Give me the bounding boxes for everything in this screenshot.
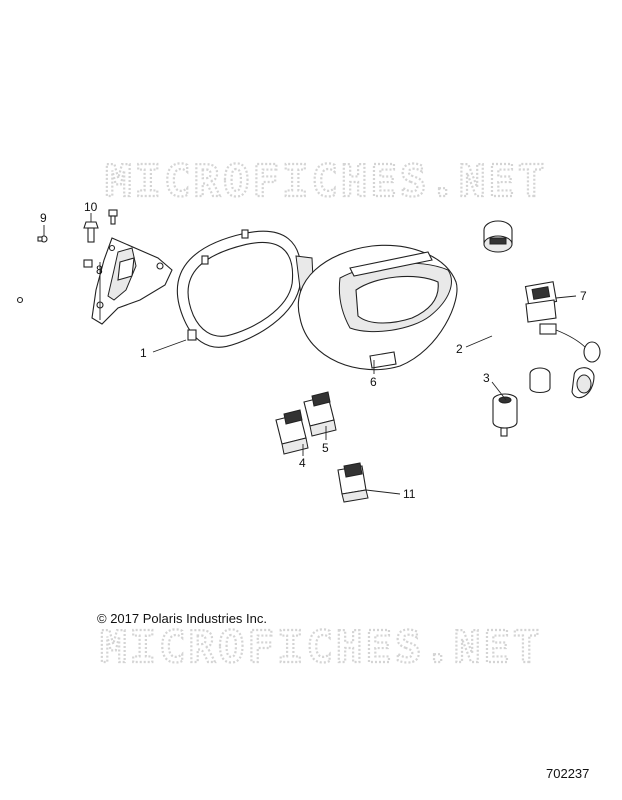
callout-11: 11 bbox=[403, 487, 416, 501]
callout-5: 5 bbox=[322, 441, 329, 455]
part-4-switch bbox=[275, 409, 309, 455]
callout-1: 1 bbox=[140, 346, 147, 360]
part-11-switch bbox=[337, 462, 369, 503]
part-2-ignition-switch bbox=[483, 220, 513, 253]
part-10-bolt bbox=[83, 209, 118, 268]
part-7-rocker-switch bbox=[524, 281, 558, 323]
callout-2: 2 bbox=[456, 342, 463, 356]
watermark-bottom: MICROFICHES.NET bbox=[100, 622, 542, 673]
callout-4: 4 bbox=[299, 456, 306, 470]
part-8-bracket bbox=[91, 237, 173, 325]
leader-lines bbox=[43, 213, 577, 495]
part-5-switch bbox=[303, 391, 337, 437]
part-9-screw bbox=[16, 235, 48, 304]
part-6-housing bbox=[297, 244, 458, 371]
callout-3: 3 bbox=[483, 371, 490, 385]
figure-number: 702237 bbox=[546, 766, 590, 781]
callout-10: 10 bbox=[84, 200, 98, 214]
callout-9: 9 bbox=[40, 211, 47, 225]
callout-7: 7 bbox=[580, 289, 587, 303]
part-1-bezel bbox=[176, 229, 315, 348]
callout-8: 8 bbox=[96, 263, 103, 277]
callout-6: 6 bbox=[370, 375, 377, 389]
part-3-power-socket bbox=[492, 367, 551, 437]
watermark-top: MICROFICHES.NET bbox=[105, 156, 547, 207]
copyright-notice: © 2017 Polaris Industries Inc. bbox=[97, 611, 267, 626]
usb-harness bbox=[539, 323, 601, 399]
